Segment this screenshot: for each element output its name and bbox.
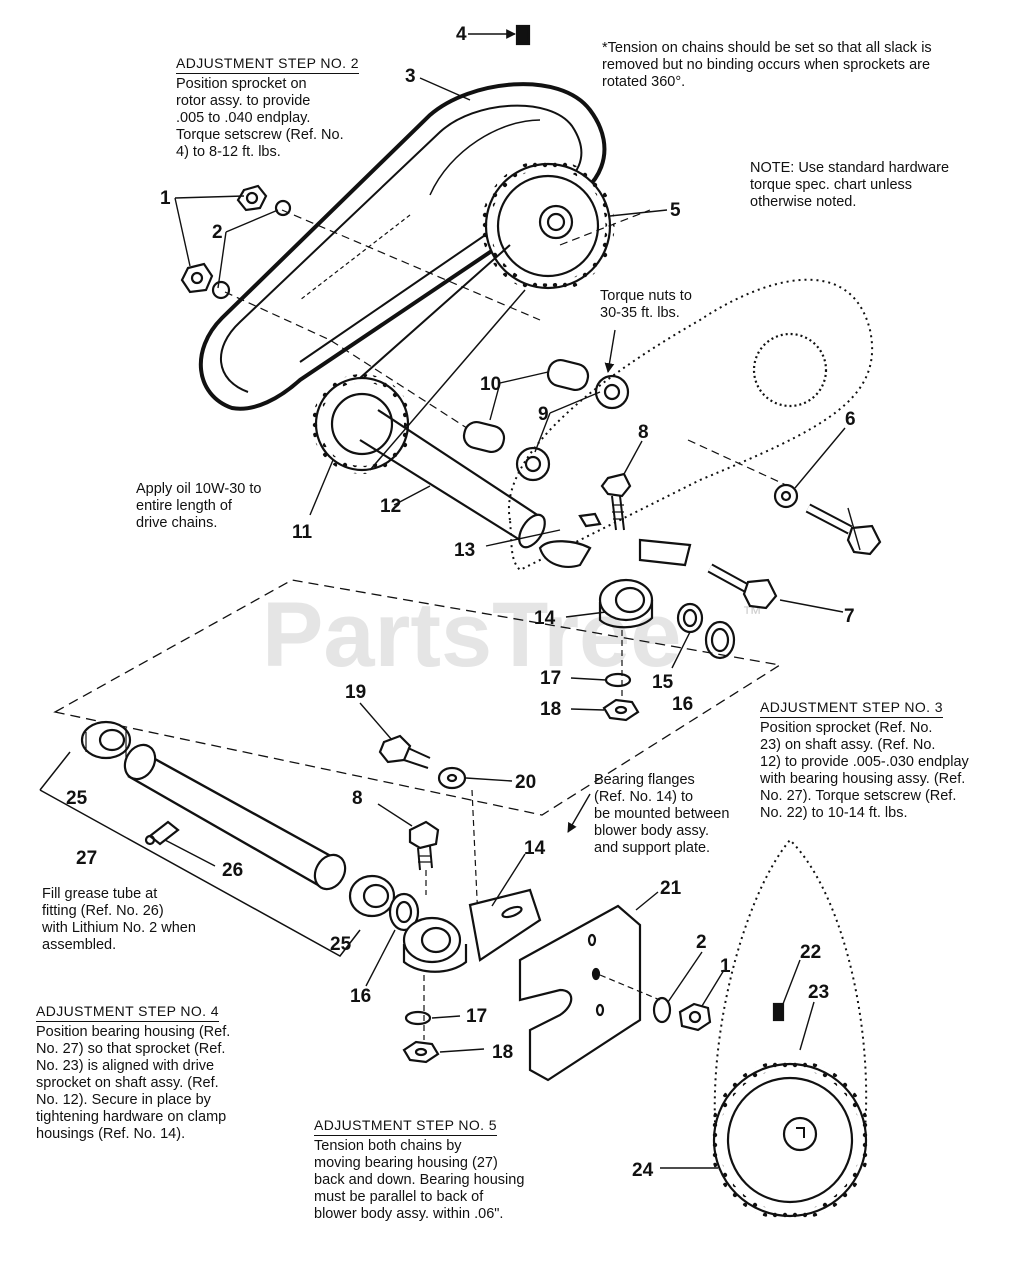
note-step-4-body: Position bearing housing (Ref. No. 27) s… xyxy=(36,1024,231,1142)
callout-2-upper: 2 xyxy=(212,222,223,243)
note-apply-oil: Apply oil 10W-30 to entire length of dri… xyxy=(136,481,262,531)
grease-fitting-part-26 xyxy=(144,820,180,846)
callout-1-lower: 1 xyxy=(720,956,731,977)
bushing-part-15 xyxy=(676,602,704,634)
washer-part-16-lower xyxy=(388,892,420,932)
note-bearing-flanges: Bearing flanges (Ref. No. 14) to be moun… xyxy=(594,772,730,856)
callout-18-upper: 18 xyxy=(540,699,561,720)
callout-11: 11 xyxy=(292,522,313,543)
lower-assembly xyxy=(39,720,871,1221)
callout-18-lower: 18 xyxy=(492,1042,513,1063)
callout-20: 20 xyxy=(515,772,536,793)
bolt-part-8-lower xyxy=(408,820,440,871)
callout-3: 3 xyxy=(405,66,416,87)
upper-nuts-washers xyxy=(180,184,292,300)
clamp-housing-part-14-upper xyxy=(598,538,692,629)
key-part-13 xyxy=(578,512,602,528)
callout-23: 23 xyxy=(808,982,829,1003)
callout-6: 6 xyxy=(845,409,856,430)
bearing-part-25-right xyxy=(348,874,396,918)
callout-7: 7 xyxy=(844,606,855,627)
note-step-2-body: Position sprocket on rotor assy. to prov… xyxy=(176,76,344,160)
callout-14-lower: 14 xyxy=(524,838,546,859)
bolt-part-7 xyxy=(707,563,778,610)
note-adjustment-step-5: ADJUSTMENT STEP NO. 5 Tension both chain… xyxy=(314,1100,524,1240)
flange-nuts-part-9 xyxy=(515,374,630,482)
note-step-3-heading: ADJUSTMENT STEP NO. 3 xyxy=(760,699,943,718)
note-adjustment-step-3: ADJUSTMENT STEP NO. 3 Position sprocket … xyxy=(760,682,969,839)
note-adjustment-step-2: ADJUSTMENT STEP NO. 2 Position sprocket … xyxy=(176,38,359,178)
watermark-tm: ™ xyxy=(742,603,762,625)
note-adjustment-step-4: ADJUSTMENT STEP NO. 4 Position bearing h… xyxy=(36,986,230,1160)
callout-17-upper: 17 xyxy=(540,668,561,689)
note-step-3-body: Position sprocket (Ref. No. 23) on shaft… xyxy=(760,720,969,821)
bolt-part-19 xyxy=(378,734,431,769)
callout-15: 15 xyxy=(652,672,674,693)
note-step-2-heading: ADJUSTMENT STEP NO. 2 xyxy=(176,55,359,74)
callout-10: 10 xyxy=(480,374,501,395)
callout-22: 22 xyxy=(800,942,821,963)
note-fill-grease: Fill grease tube at fitting (Ref. No. 26… xyxy=(42,886,196,953)
washer-part-20 xyxy=(437,766,467,790)
callout-2-lower: 2 xyxy=(696,932,707,953)
lockwasher-part-17-lower xyxy=(404,1010,432,1026)
callout-8-lower: 8 xyxy=(352,788,363,809)
watermark: PartsTree ™ xyxy=(262,584,762,686)
spacers-part-10 xyxy=(462,358,590,454)
callout-16-upper: 16 xyxy=(672,694,693,715)
lockwasher-part-17-upper xyxy=(604,672,632,688)
nut-part-1-lower xyxy=(678,1002,712,1032)
note-step-5-body: Tension both chains by moving bearing ho… xyxy=(314,1138,525,1222)
callout-25-left: 25 xyxy=(66,788,88,809)
lower-chain-loop xyxy=(713,838,868,1171)
callout-13: 13 xyxy=(454,540,475,561)
callout-17-lower: 17 xyxy=(466,1006,487,1027)
callout-4: 4 xyxy=(456,24,467,45)
setscrew-part-22 xyxy=(772,1002,785,1022)
bolt-part-8-upper xyxy=(600,472,632,531)
shaft-part-12 xyxy=(359,409,546,549)
support-plate-part-21 xyxy=(518,904,642,1082)
lockwasher-part-2-lower xyxy=(652,996,672,1024)
drive-chain-loop xyxy=(507,278,874,572)
nut-part-18-lower xyxy=(402,1040,440,1064)
callout-19: 19 xyxy=(345,682,366,703)
callout-9: 9 xyxy=(538,404,549,425)
nut-part-18-upper xyxy=(602,698,640,722)
bolt-part-7b xyxy=(805,503,882,556)
note-torque-nuts: Torque nuts to 30-35 ft. lbs. xyxy=(600,288,692,321)
callout-16-lower: 16 xyxy=(350,986,371,1007)
note-standard-hardware: NOTE: Use standard hardware torque spec.… xyxy=(750,160,950,210)
callout-25-right: 25 xyxy=(330,934,352,955)
bearing-housing-part-27 xyxy=(123,743,347,891)
callout-26: 26 xyxy=(222,860,243,881)
callout-numbers: 4 3 1 2 5 10 9 8 6 11 12 13 7 14 15 16 1… xyxy=(66,24,856,1181)
upper-assembly xyxy=(180,24,882,722)
washer-part-6 xyxy=(773,483,799,509)
callout-27: 27 xyxy=(76,848,97,869)
note-chain-tension: *Tension on chains should be set so that… xyxy=(602,40,932,90)
leader-lines xyxy=(164,29,861,1169)
note-step-5-heading: ADJUSTMENT STEP NO. 5 xyxy=(314,1117,497,1136)
blower-sprocket-part-23 xyxy=(709,1059,871,1221)
setscrew-part-4 xyxy=(515,24,531,46)
callout-8-upper: 8 xyxy=(638,422,649,443)
callout-12: 12 xyxy=(380,496,401,517)
callout-14-upper: 14 xyxy=(534,608,556,629)
callout-5: 5 xyxy=(670,200,681,221)
callout-24: 24 xyxy=(632,1160,654,1181)
bearing-assembly-outline xyxy=(53,579,782,816)
drive-sprocket-part-11 xyxy=(312,374,412,474)
callout-1-upper: 1 xyxy=(160,188,171,209)
washer-part-16-upper xyxy=(704,620,736,660)
callout-21: 21 xyxy=(660,878,682,899)
note-step-4-heading: ADJUSTMENT STEP NO. 4 xyxy=(36,1003,219,1022)
rotor-sprocket-part-5 xyxy=(481,159,615,293)
bearing-part-25-left xyxy=(80,720,132,760)
clamp-housing-part-14-lower xyxy=(402,888,542,973)
